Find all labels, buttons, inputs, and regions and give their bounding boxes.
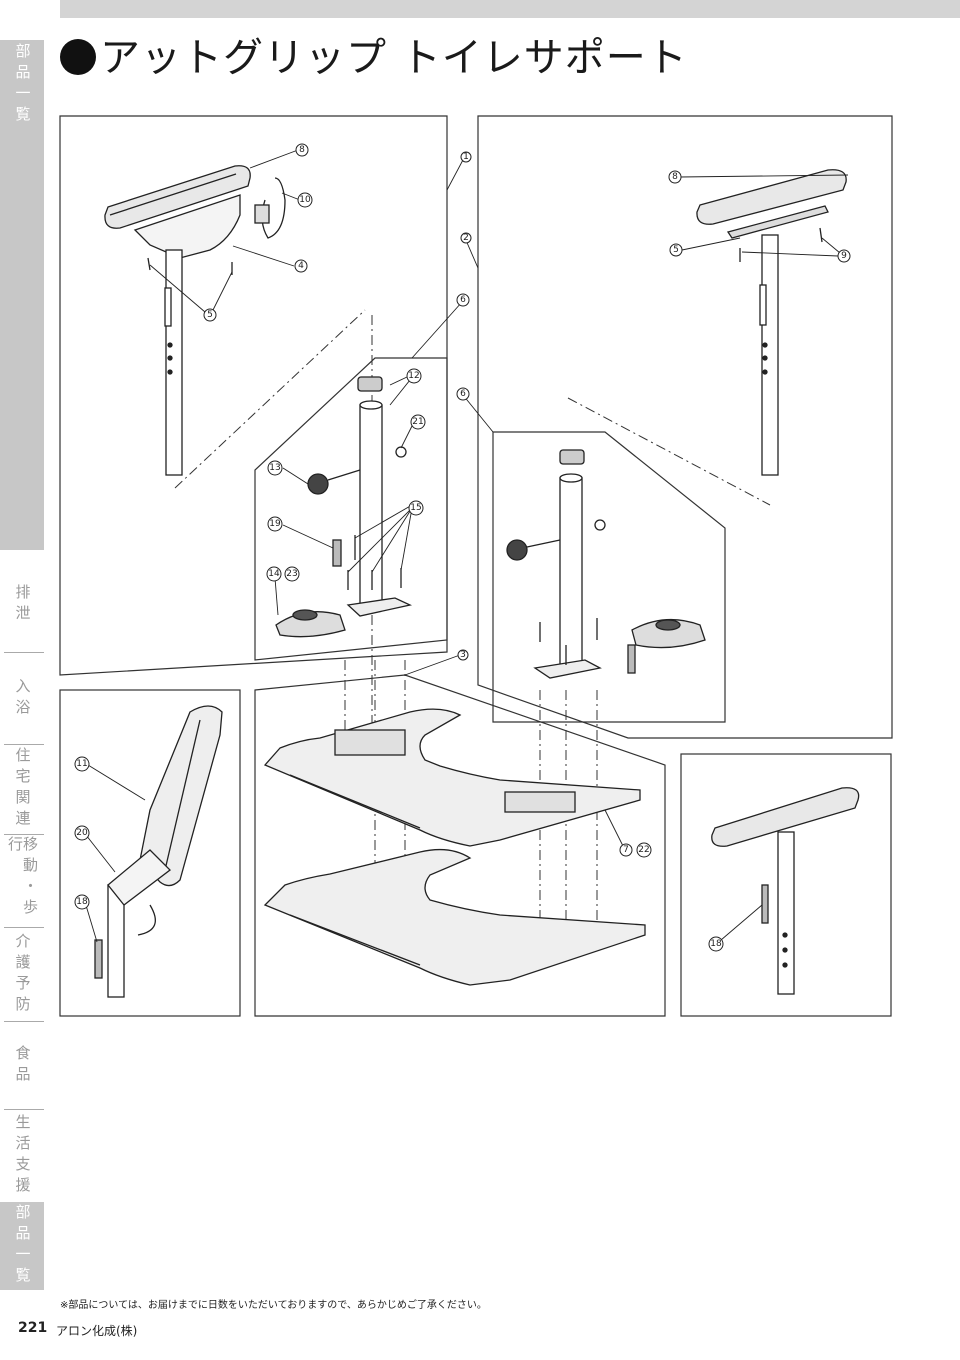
callout-21 bbox=[410, 414, 426, 430]
armrest-assembly-left bbox=[104, 165, 286, 476]
callout-label: 8 bbox=[299, 145, 305, 155]
sidebar-item-label: 入浴 bbox=[13, 678, 32, 720]
panel-base bbox=[254, 674, 666, 1017]
sidebar-divider bbox=[4, 834, 44, 835]
footer-note: ※部品については、お届けまでに日数をいただいておりますので、あらかじめご了承くだ… bbox=[60, 1300, 487, 1311]
sidebar-tab-label: 部品一覧 bbox=[13, 1204, 32, 1288]
callout-label: 18 bbox=[76, 897, 88, 907]
post-assembly-right bbox=[506, 449, 706, 679]
callout-19 bbox=[267, 516, 283, 532]
post-assembly-center bbox=[275, 376, 413, 638]
callout-6-right bbox=[456, 387, 470, 401]
bullet-icon bbox=[60, 39, 96, 75]
sidebar-divider bbox=[4, 1109, 44, 1110]
sidebar-item-housing[interactable]: 住宅関連 bbox=[0, 746, 44, 832]
sidebar-item-excretion[interactable]: 排泄 bbox=[0, 560, 44, 650]
sidebar-item-living[interactable]: 生活支援 bbox=[0, 1112, 44, 1200]
callout-label: 3 bbox=[460, 650, 466, 660]
sidebar-divider bbox=[4, 652, 44, 653]
part-callouts bbox=[84, 149, 849, 943]
callout-label: 19 bbox=[269, 519, 281, 529]
page-title-text: アットグリップ トイレサポート bbox=[100, 35, 688, 81]
sidebar-item-bathing[interactable]: 入浴 bbox=[0, 655, 44, 743]
callout-3 bbox=[457, 649, 469, 661]
inset-right bbox=[492, 431, 726, 723]
panel-bottom-left bbox=[59, 689, 241, 1017]
sidebar-item-label: 移動・歩行 bbox=[6, 836, 39, 920]
callout-label: 6 bbox=[460, 295, 466, 305]
callout-label: 6 bbox=[460, 389, 466, 399]
sidebar-item-food[interactable]: 食品 bbox=[0, 1024, 44, 1108]
callout-22 bbox=[636, 842, 652, 858]
callout-8-right bbox=[668, 170, 682, 184]
callout-label: 14 bbox=[268, 569, 280, 579]
sidebar-tab-parts-list[interactable]: 部品一覧 bbox=[0, 40, 44, 550]
callout-label: 1 bbox=[463, 152, 469, 162]
page-number: 221 bbox=[18, 1320, 48, 1336]
sidebar-item-label: 食品 bbox=[13, 1045, 32, 1087]
callout-11 bbox=[74, 756, 90, 772]
sidebar-divider bbox=[4, 744, 44, 745]
callout-label: 13 bbox=[269, 463, 280, 473]
callout-5-left bbox=[203, 308, 217, 322]
panel-top-right bbox=[477, 115, 893, 739]
panel-top-left bbox=[59, 115, 448, 676]
callout-7 bbox=[619, 843, 633, 857]
callout-10 bbox=[297, 192, 313, 208]
callout-label: 5 bbox=[673, 245, 679, 255]
callout-label: 20 bbox=[76, 828, 88, 838]
callout-label: 7 bbox=[623, 845, 629, 855]
page-title: アットグリップ トイレサポート bbox=[60, 30, 688, 86]
callout-6-center bbox=[456, 293, 470, 307]
callout-1 bbox=[460, 151, 472, 163]
callout-label: 15 bbox=[410, 503, 421, 513]
callout-label: 23 bbox=[286, 569, 297, 579]
base-plates bbox=[263, 708, 646, 986]
callout-label: 12 bbox=[408, 371, 419, 381]
callout-label: 21 bbox=[412, 417, 423, 427]
sidebar-divider bbox=[4, 927, 44, 928]
callout-label: 4 bbox=[298, 261, 304, 271]
callout-20 bbox=[74, 825, 90, 841]
callout-label: 11 bbox=[76, 759, 87, 769]
callout-12 bbox=[406, 368, 422, 384]
callout-18-left bbox=[74, 894, 90, 910]
callout-13 bbox=[267, 460, 283, 476]
sidebar-item-prevention[interactable]: 介護予防 bbox=[0, 930, 44, 1020]
callout-label: 2 bbox=[463, 233, 469, 243]
sidebar-tab-label: 部品一覧 bbox=[13, 43, 32, 127]
callout-14 bbox=[266, 566, 282, 582]
sidebar-item-label: 排泄 bbox=[13, 584, 32, 626]
sidebar-item-label: 生活支援 bbox=[13, 1114, 32, 1198]
callout-2 bbox=[460, 232, 472, 244]
callout-label: 9 bbox=[841, 251, 847, 261]
sidebar-item-label: 介護予防 bbox=[13, 933, 32, 1017]
sidebar-item-label: 住宅関連 bbox=[13, 747, 32, 831]
callout-5-right bbox=[669, 243, 683, 257]
sidebar-tab-parts-list-bottom[interactable]: 部品一覧 bbox=[0, 1202, 44, 1290]
callout-23 bbox=[284, 566, 300, 582]
callout-8-left bbox=[295, 143, 309, 157]
callout-circles bbox=[74, 143, 851, 952]
armrest-side-view bbox=[711, 787, 860, 995]
callout-label: 10 bbox=[299, 195, 311, 205]
callout-15 bbox=[408, 500, 424, 516]
callout-label: 18 bbox=[710, 939, 722, 949]
armrest-assembly-right bbox=[696, 169, 847, 476]
header-bar bbox=[60, 0, 960, 18]
company-name: アロン化成(株) bbox=[56, 1324, 138, 1338]
callout-label: 8 bbox=[672, 172, 678, 182]
fold-arm-detail bbox=[94, 705, 223, 998]
callout-4 bbox=[294, 259, 308, 273]
panel-bottom-right bbox=[680, 753, 892, 1017]
callout-9 bbox=[837, 249, 851, 263]
callout-18-right bbox=[708, 936, 724, 952]
callout-labels: 8 10 4 5 8 5 9 1 2 6 6 12 21 13 15 19 14… bbox=[76, 145, 847, 949]
sidebar-divider bbox=[4, 1021, 44, 1022]
sidebar-item-mobility[interactable]: 移動・歩行 bbox=[0, 836, 44, 926]
callout-label: 5 bbox=[207, 310, 213, 320]
callout-label: 22 bbox=[638, 845, 649, 855]
